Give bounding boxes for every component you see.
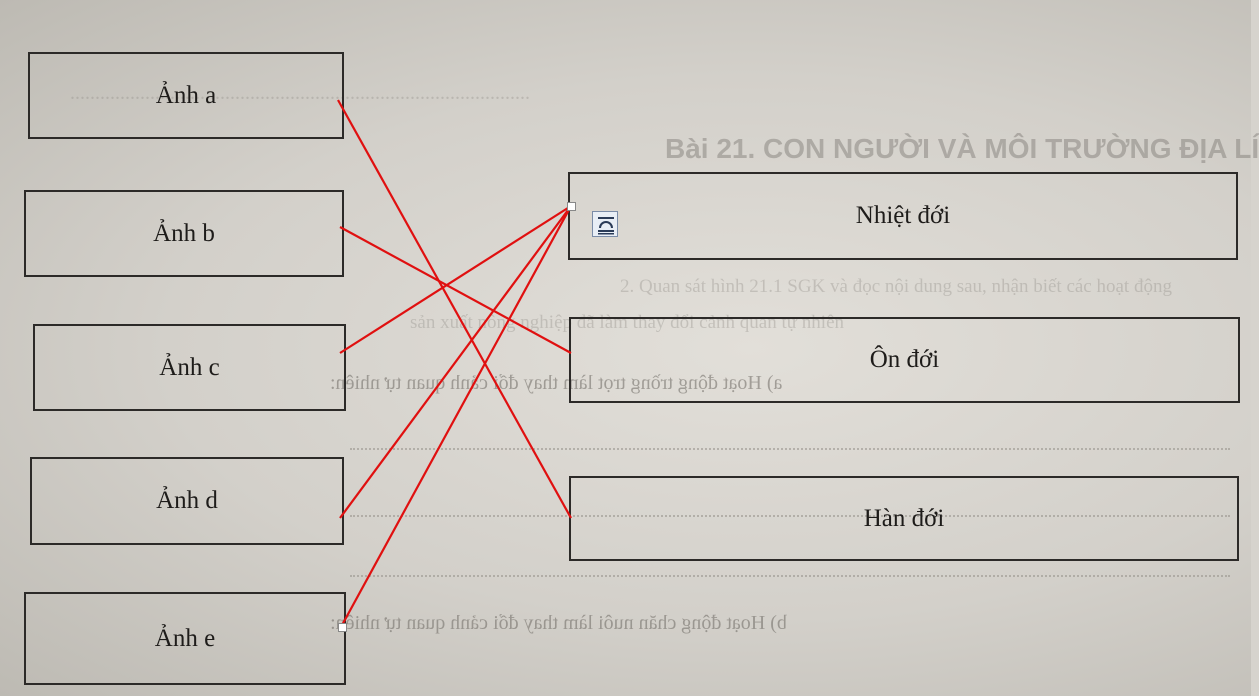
connection-line-c-nhiet <box>339 205 572 354</box>
dotted-rule <box>350 515 1230 517</box>
dotted-rule <box>350 575 1230 577</box>
bg-text-line: ........................................… <box>70 82 530 104</box>
drag-handle[interactable] <box>567 202 576 211</box>
bg-header: Bài 21. CON NGƯỜI VÀ MÔI TRƯỜNG ĐỊA LÍ <box>665 133 1259 164</box>
left-box-c[interactable]: Ảnh c <box>33 324 346 411</box>
anchor-icon[interactable] <box>592 211 618 237</box>
connection-line-d-nhiet <box>339 205 572 519</box>
bg-text-line: 2. Quan sát hình 21.1 SGK và đọc nội dun… <box>620 276 1172 297</box>
right-box-han[interactable]: Hàn đới <box>569 476 1239 561</box>
connection-line-e-nhiet <box>340 205 572 628</box>
right-box-nhiet[interactable]: Nhiệt đới <box>568 172 1238 260</box>
drag-handle[interactable] <box>338 623 347 632</box>
left-box-b[interactable]: Ảnh b <box>24 190 344 277</box>
left-box-a[interactable]: Ảnh a <box>28 52 344 139</box>
right-box-on[interactable]: Ôn đới <box>569 317 1240 403</box>
connection-line-a-han <box>337 99 572 519</box>
left-box-e[interactable]: Ảnh e <box>24 592 346 685</box>
left-box-d[interactable]: Ảnh d <box>30 457 344 545</box>
connection-line-b-on <box>339 226 572 354</box>
dotted-rule <box>350 448 1230 450</box>
